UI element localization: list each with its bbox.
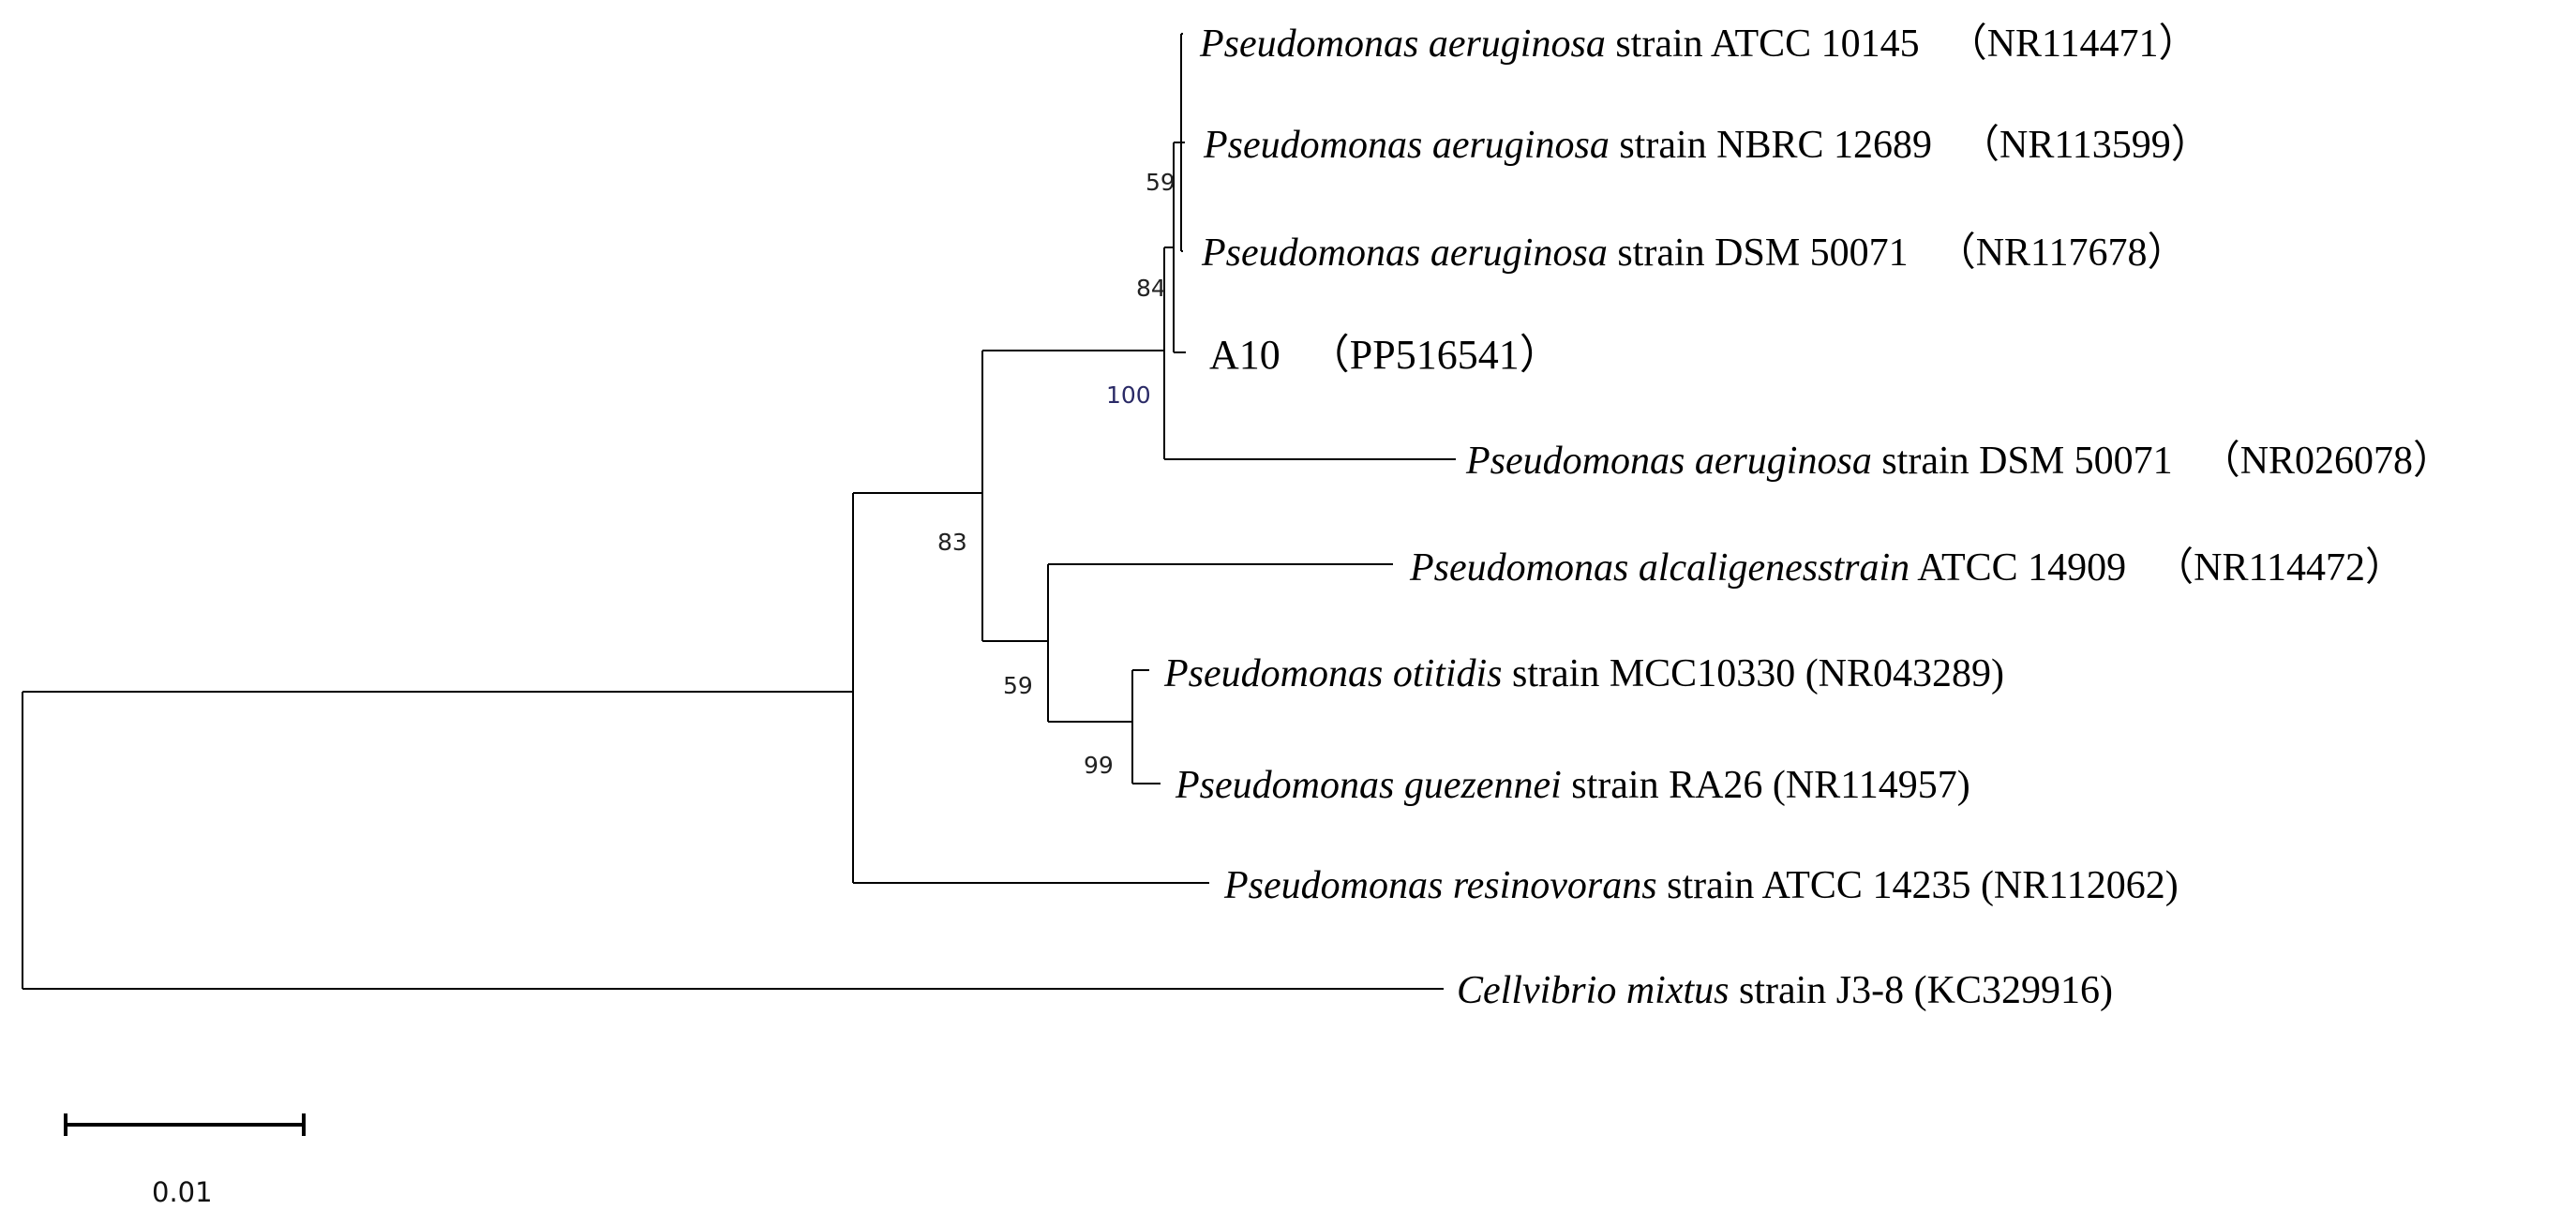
taxon-strain: strain RA26 (NR114957) — [1562, 764, 1970, 807]
taxon-label: Pseudomonas aeruginosa strain DSM 50071 （… — [1465, 440, 2452, 483]
bootstrap-value: 59 — [1003, 672, 1033, 699]
taxon-strain: strain ATCC 14235 (NR112062) — [1657, 864, 2179, 907]
taxon-accession: （NR114471） — [1948, 22, 2198, 66]
taxon-genus-species: Pseudomonas guezennei — [1175, 764, 1562, 807]
taxon-strain: strain MCC10330 (NR043289) — [1503, 652, 2005, 695]
taxon-genus-species: Pseudomonas resinovorans — [1223, 864, 1657, 907]
taxon-genus-species: Pseudomonas otitidis — [1163, 652, 1503, 695]
bootstrap-value: 59 — [1146, 169, 1176, 196]
taxon-labels: Pseudomonas aeruginosa strain ATCC 10145… — [1163, 22, 2452, 1012]
taxon-genus-species: Cellvibrio mixtus — [1457, 969, 1729, 1012]
bootstrap-value: 99 — [1084, 752, 1114, 779]
taxon-genus-species: Pseudomonas alcaligenesstrain — [1409, 546, 1910, 590]
bootstrap-value: 84 — [1136, 275, 1166, 302]
taxon-strain: strain J3-8 (KC329916) — [1729, 969, 2112, 1012]
taxon-label: Pseudomonas resinovorans strain ATCC 142… — [1223, 864, 2179, 907]
taxon-label: A10 （PP516541） — [1209, 332, 1561, 378]
taxon-strain: strain ATCC 10145 — [1606, 22, 1920, 66]
taxon-strain: strain DSM 50071 — [1872, 440, 2173, 483]
taxon-accession: （NR026078） — [2201, 440, 2452, 483]
taxon-label: Pseudomonas alcaligenesstrain ATCC 14909… — [1409, 546, 2404, 590]
scale-bar: 0.01 — [64, 1113, 306, 1208]
taxon-label: Pseudomonas otitidis strain MCC10330 (NR… — [1163, 652, 2004, 695]
taxon-strain: strain DSM 50071 — [1608, 232, 1909, 275]
taxon-label: Pseudomonas aeruginosa strain ATCC 10145… — [1199, 22, 2197, 66]
taxon-strain: A10 — [1209, 332, 1281, 378]
taxon-strain: ATCC 14909 — [1910, 546, 2126, 590]
taxon-accession: （NR113599） — [1960, 124, 2210, 167]
taxon-genus-species: Pseudomonas aeruginosa — [1199, 22, 1606, 66]
taxon-genus-species: Pseudomonas aeruginosa — [1465, 440, 1872, 483]
taxon-label: Pseudomonas aeruginosa strain DSM 50071 （… — [1201, 232, 2186, 275]
tree-branches — [21, 32, 1456, 991]
bootstrap-values: 59 84 100 83 59 99 — [937, 169, 1176, 779]
taxon-accession: （PP516541） — [1309, 332, 1561, 378]
taxon-accession: （NR117678） — [1937, 232, 2187, 275]
taxon-label: Pseudomonas aeruginosa strain NBRC 12689… — [1203, 124, 2210, 167]
taxon-strain: strain NBRC 12689 — [1610, 124, 1932, 167]
taxon-label: Pseudomonas guezennei strain RA26 (NR114… — [1175, 764, 1970, 807]
taxon-accession: （NR114472） — [2154, 546, 2404, 590]
taxon-genus-species: Pseudomonas aeruginosa — [1203, 124, 1610, 167]
taxon-genus-species: Pseudomonas aeruginosa — [1201, 232, 1608, 275]
taxon-label: Cellvibrio mixtus strain J3-8 (KC329916) — [1457, 969, 2113, 1012]
bootstrap-value: 100 — [1106, 381, 1151, 409]
scale-bar-label: 0.01 — [152, 1176, 213, 1208]
bootstrap-value: 83 — [937, 529, 967, 556]
